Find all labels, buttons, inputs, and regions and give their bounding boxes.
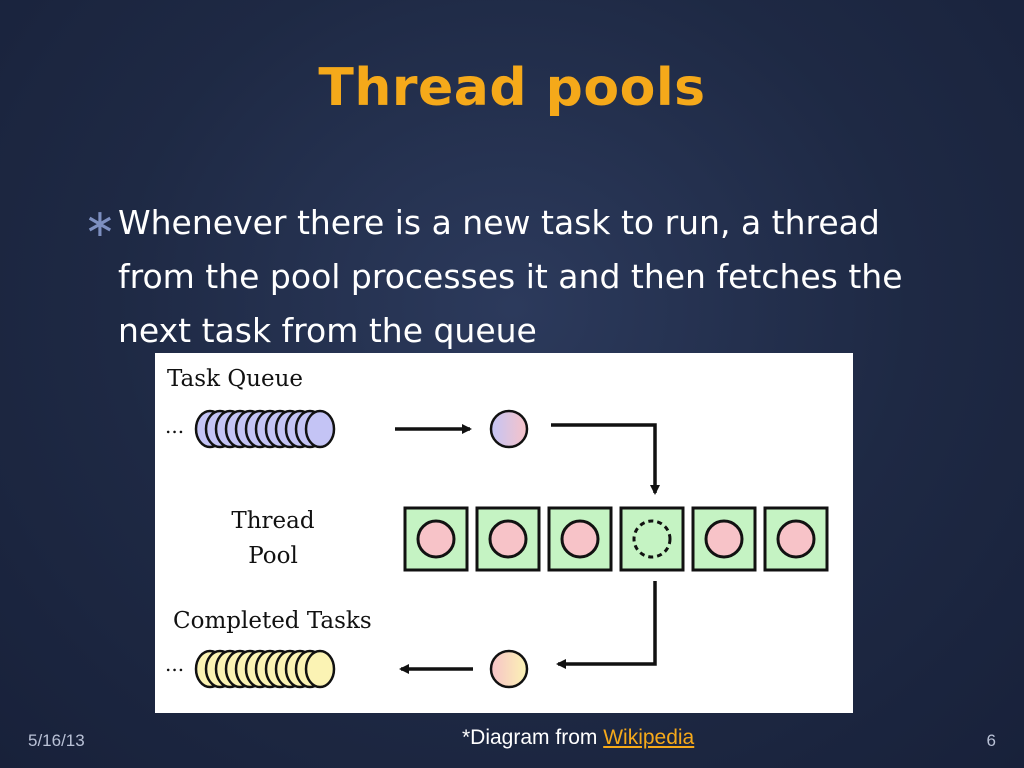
thread-idle-slot [632, 519, 672, 559]
completed-task-circle [304, 649, 336, 689]
slide-date: 5/16/13 [28, 731, 85, 750]
thread-pool-row [403, 506, 829, 572]
bullet-point: ∗ Whenever there is a new task to run, a… [84, 196, 944, 358]
thread-busy-task [704, 519, 744, 559]
slide-page-number: 6 [986, 731, 996, 750]
arrow-out-of-pool [556, 581, 657, 669]
next-task-circle [489, 409, 529, 449]
thread-busy-task [776, 519, 816, 559]
credit-prefix: *Diagram from [462, 726, 604, 749]
thread-busy-task [560, 519, 600, 559]
wikipedia-link[interactable]: Wikipedia [603, 726, 695, 749]
task-queue-stack [194, 409, 336, 449]
queue-ellipsis: ... [165, 414, 184, 438]
thread-pool-label-line2: Pool [248, 543, 298, 569]
completed-tasks-label: Completed Tasks [173, 608, 372, 634]
thread-pool-diagram: Task Queue ... Thread Pool Completed Tas… [155, 353, 853, 713]
thread-box [763, 506, 829, 572]
asterisk-bullet-icon: ∗ [84, 201, 116, 245]
completed-ellipsis: ... [165, 652, 184, 676]
queued-task-circle [304, 409, 336, 449]
task-queue-label: Task Queue [167, 366, 303, 392]
slide-title: Thread pools [318, 58, 706, 118]
bullet-text: Whenever there is a new task to run, a t… [118, 203, 903, 350]
arrow-into-pool [551, 423, 660, 495]
thread-pool-label-line1: Thread [231, 508, 314, 534]
thread-box [619, 506, 685, 572]
diagram-canvas: Task Queue ... Thread Pool Completed Tas… [165, 366, 829, 689]
finished-task-circle [489, 649, 529, 689]
completed-tasks-stack [194, 649, 336, 689]
diagram-credit: *Diagram from Wikipedia [462, 726, 694, 750]
thread-busy-task [488, 519, 528, 559]
thread-busy-task [416, 519, 456, 559]
